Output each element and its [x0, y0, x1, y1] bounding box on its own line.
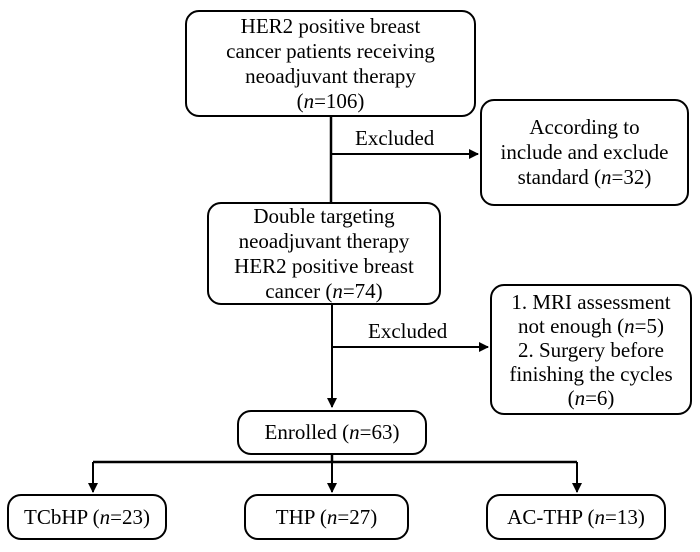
- double-count: cancer (n=74): [265, 278, 383, 303]
- group-tcbhp-label: TCbHP (n=23): [24, 504, 150, 529]
- exclusion2-line1: 1. MRI assessment: [511, 289, 671, 314]
- excluded-label-1: Excluded: [355, 126, 435, 150]
- box-exclusion-reasons: 1. MRI assessment not enough (n=5) 2. Su…: [490, 284, 692, 415]
- start-count: (n=106): [296, 88, 365, 113]
- box-enrolled: Enrolled (n=63): [237, 410, 427, 455]
- exclusion1-line2: include and exclude: [500, 140, 669, 164]
- start-line1: HER2 positive breast: [240, 13, 421, 38]
- exclusion2-line5: (n=6): [567, 385, 615, 410]
- start-line3: neoadjuvant therapy: [245, 63, 416, 88]
- group-thp-label: THP (n=27): [275, 504, 378, 529]
- double-line2: neoadjuvant therapy: [238, 228, 410, 253]
- group-acthp-label: AC-THP (n=13): [507, 504, 645, 529]
- box-group-thp: THP (n=27): [244, 494, 409, 540]
- exclusion1-line1: According to: [529, 115, 640, 139]
- exclusion2-line4: finishing the cycles: [509, 361, 673, 386]
- double-line1: Double targeting: [253, 203, 395, 228]
- exclusion1-count: standard (n=32): [517, 165, 652, 189]
- box-exclusion-criteria: According to include and exclude standar…: [480, 99, 689, 206]
- double-line3: HER2 positive breast: [234, 253, 414, 278]
- box-group-tcbhp: TCbHP (n=23): [7, 494, 167, 540]
- enrolled-count: Enrolled (n=63): [264, 420, 400, 444]
- box-group-acthp: AC-THP (n=13): [486, 494, 666, 540]
- excluded-label-2: Excluded: [368, 319, 448, 343]
- exclusion2-line3: 2. Surgery before: [517, 337, 664, 362]
- exclusion2-line2: not enough (n=5): [517, 313, 664, 338]
- box-her2-patients: HER2 positive breast cancer patients rec…: [185, 10, 476, 117]
- start-line2: cancer patients receiving: [226, 38, 435, 63]
- box-double-targeting: Double targeting neoadjuvant therapy HER…: [207, 202, 441, 305]
